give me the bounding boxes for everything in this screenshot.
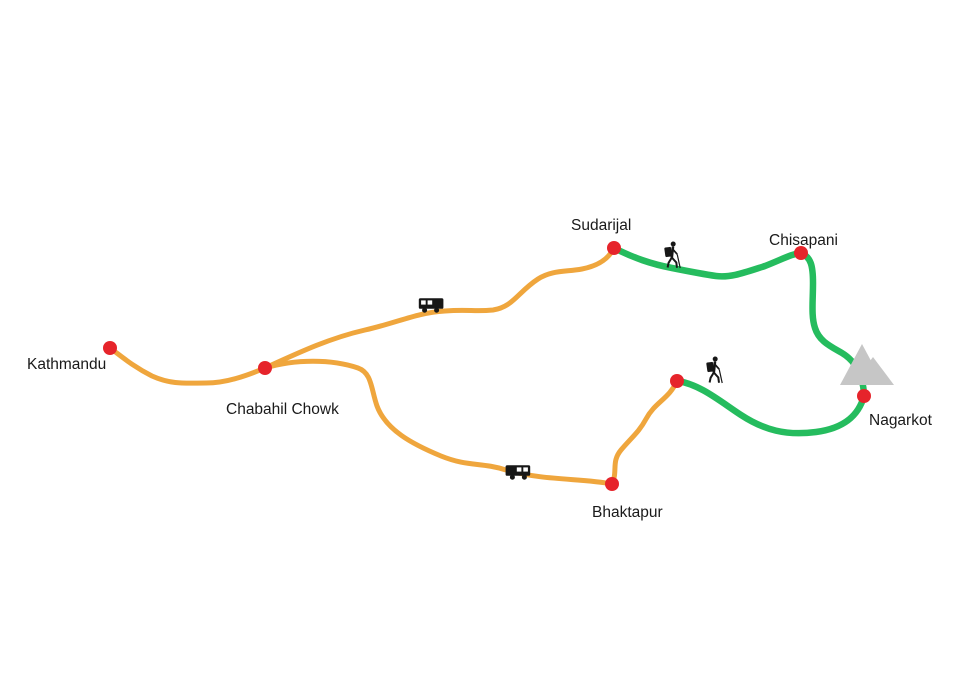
route-kathmandu-to-chabahil: [107, 345, 268, 386]
bus-icon: [505, 465, 531, 480]
route-sundarijal-to-chisapani: [610, 244, 805, 280]
location-markers: [103, 241, 871, 491]
location-marker-chisapani: [794, 246, 808, 260]
route-bhaktapur-to-junction: [609, 378, 680, 487]
location-marker-nagarkot: [857, 389, 871, 403]
location-label-chabahil-chowk: Chabahil Chowk: [226, 401, 339, 418]
mountain-peak-small: [852, 357, 894, 385]
hiker-icon: [704, 355, 724, 385]
location-label-nagarkot: Nagarkot: [869, 412, 933, 429]
mountain-icon: [840, 344, 894, 385]
location-marker-trail-junction: [670, 374, 684, 388]
location-label-kathmandu: Kathmandu: [27, 356, 106, 373]
location-labels: Kathmandu Chabahil Chowk Sudarijal Chisa…: [27, 217, 933, 521]
location-label-bhaktapur: Bhaktapur: [592, 504, 663, 521]
location-marker-sundarijal: [607, 241, 621, 255]
location-marker-chabahil-chowk: [258, 361, 272, 375]
trek-route-lines: [610, 244, 868, 437]
route-chabahil-to-bhaktapur: [262, 358, 615, 487]
location-label-chisapani: Chisapani: [769, 232, 838, 249]
location-marker-bhaktapur: [605, 477, 619, 491]
drive-route-lines: [107, 245, 680, 487]
location-label-sundarijal: Sudarijal: [571, 217, 631, 234]
location-marker-kathmandu: [103, 341, 117, 355]
mode-icons: [418, 240, 724, 480]
route-nagarkot-to-junction: [673, 377, 868, 437]
route-chabahil-to-sundarijal: [262, 245, 617, 371]
